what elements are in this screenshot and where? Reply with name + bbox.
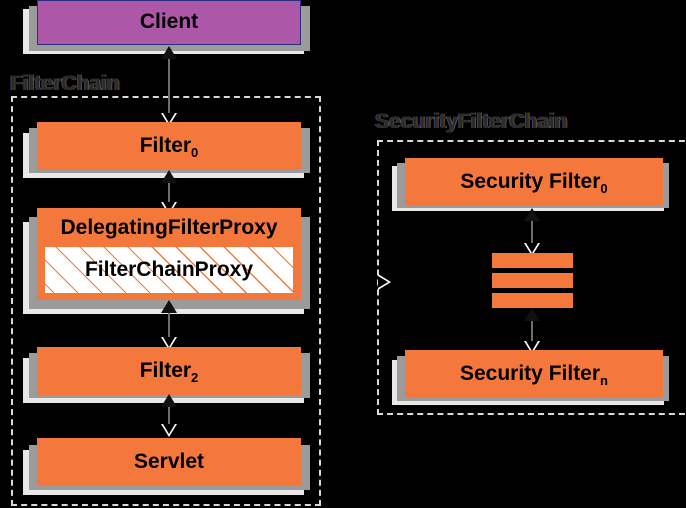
node-security-filtern[interactable]: Security Filtern xyxy=(405,350,663,398)
security-filter-chain-group-caption: SecurityFilterChain xyxy=(375,110,568,133)
node-delegating-filter-proxy-label: DelegatingFilterProxy xyxy=(60,216,278,239)
node-delegating-filter-proxy[interactable]: DelegatingFilterProxy FilterChainProxy xyxy=(37,208,301,300)
node-filter2[interactable]: Filter2 xyxy=(37,347,301,395)
filter-chain-group-caption: FilterChain xyxy=(10,72,120,95)
node-client-label: Client xyxy=(139,10,199,34)
arrowhead-up-solid xyxy=(161,46,177,59)
node-filter-chain-proxy-label: FilterChainProxy xyxy=(84,258,254,281)
node-client[interactable]: Client xyxy=(37,0,301,45)
node-servlet[interactable]: Servlet xyxy=(37,438,301,486)
connector-fcp-security-chain-arrowhead xyxy=(378,274,391,290)
ellipsis-bar xyxy=(492,293,573,308)
node-security-filter0-label: Security Filter0 xyxy=(460,169,608,196)
node-filter0[interactable]: Filter0 xyxy=(37,122,301,170)
node-servlet-label: Servlet xyxy=(133,449,205,473)
ellipsis-bar xyxy=(492,273,573,288)
node-security-filter0[interactable]: Security Filter0 xyxy=(405,158,663,206)
ellipsis-bar xyxy=(492,253,573,268)
node-filter-chain-proxy[interactable]: FilterChainProxy xyxy=(44,246,294,294)
filter-chain-group-box xyxy=(11,96,321,506)
node-filter2-label: Filter2 xyxy=(139,358,199,385)
node-filter0-label: Filter0 xyxy=(139,133,199,160)
node-security-filtern-label: Security Filtern xyxy=(459,361,608,388)
